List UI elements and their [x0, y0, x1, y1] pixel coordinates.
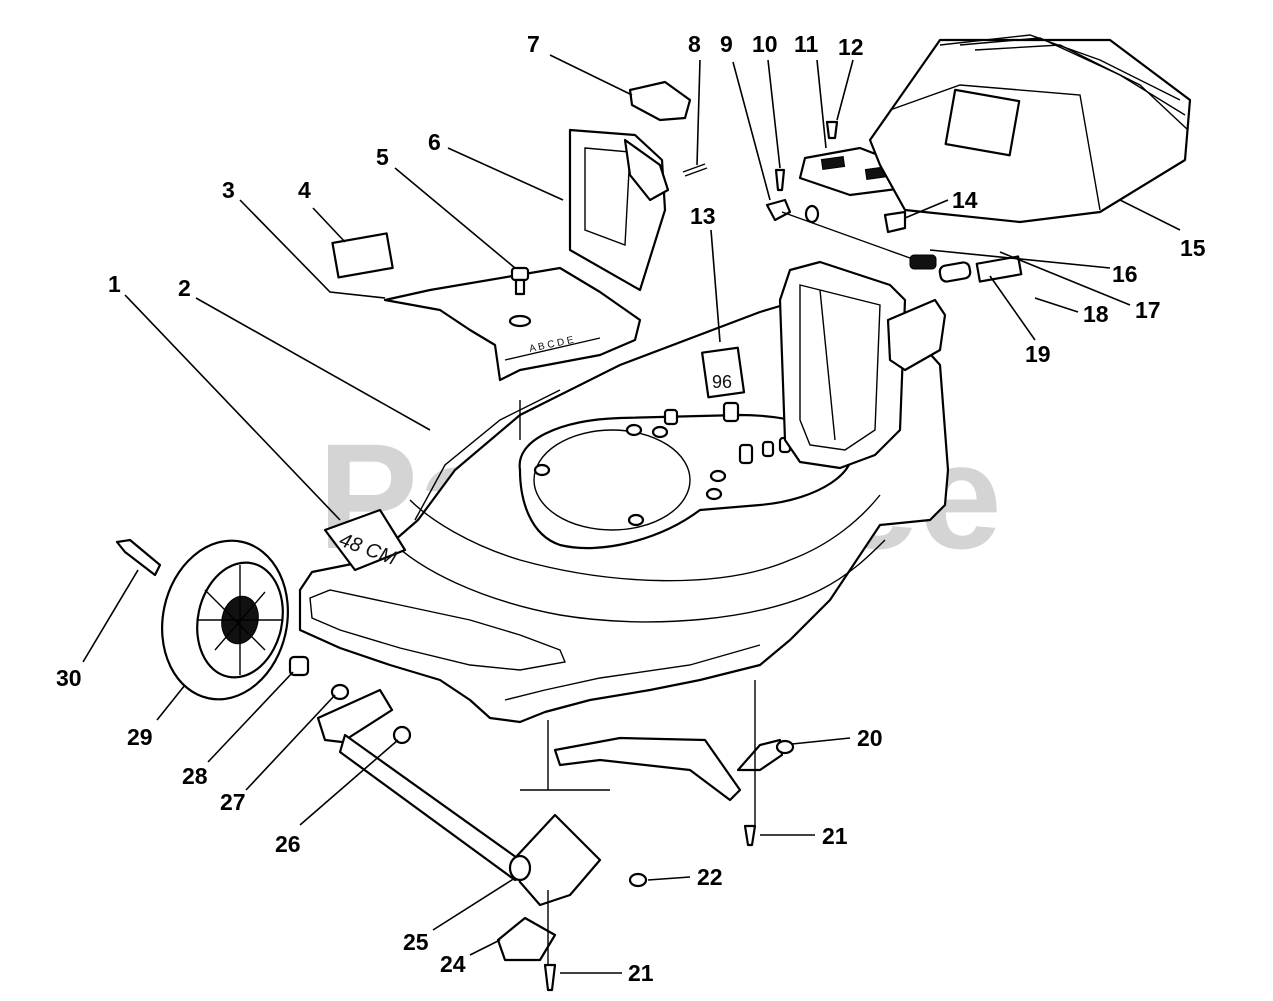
callout-7: 7: [527, 31, 540, 57]
rear-axle-rod: [781, 204, 937, 270]
callout-leaders: [82, 54, 1181, 974]
front-axle-assembly: [316, 688, 602, 992]
callout-27: 27: [220, 789, 246, 815]
callout-11: 11: [794, 31, 819, 57]
callout-13: 13: [690, 203, 716, 229]
callout-25: 25: [403, 929, 429, 955]
callout-29: 29: [127, 724, 153, 750]
part-15-rear-cover: [868, 34, 1192, 224]
rear-mount-tower: [778, 260, 947, 470]
callout-22: 22: [697, 864, 723, 890]
callout-16: 16: [1112, 261, 1138, 287]
callout-19: 19: [1025, 341, 1051, 367]
callout-1: 1: [108, 271, 121, 297]
callout-3: 3: [222, 177, 235, 203]
part-6-chute-frame: [568, 128, 670, 292]
part-18-bushing: [975, 255, 1023, 283]
part-8-spring: [682, 163, 708, 177]
callout-17: 17: [1135, 297, 1161, 323]
rear-wheel: [115, 538, 350, 701]
height-adjust-plate: A B C D E: [383, 266, 642, 382]
part-9-clip: [765, 198, 792, 222]
callout-21-lower: 21: [628, 960, 654, 986]
date-code-text: 96: [712, 372, 732, 392]
callout-28: 28: [182, 763, 208, 789]
callout-18: 18: [1083, 301, 1109, 327]
callout-4: 4: [298, 177, 311, 203]
callout-12: 12: [838, 34, 864, 60]
front-height-link: [520, 736, 795, 888]
callout-30: 30: [56, 665, 82, 691]
callout-14: 14: [952, 187, 978, 213]
part-7-latch: [628, 80, 692, 122]
guide-lines: [547, 680, 756, 965]
callout-5: 5: [376, 144, 389, 170]
callout-9: 9: [720, 31, 733, 57]
part-5-bolt: [510, 266, 530, 296]
callout-20: 20: [857, 725, 883, 751]
callout-2: 2: [178, 275, 191, 301]
date-code-decal: 96: [701, 346, 746, 399]
callout-24: 24: [440, 951, 466, 977]
callout-15: 15: [1180, 235, 1206, 261]
part-14-clip: [883, 210, 907, 234]
part-12-screw: [825, 120, 839, 140]
part-19-spacer: [938, 261, 972, 283]
callout-21-upper: 21: [822, 823, 848, 849]
part-4-decal: [331, 232, 394, 279]
callout-10: 10: [752, 31, 778, 57]
callout-8: 8: [688, 31, 701, 57]
callout-26: 26: [275, 831, 301, 857]
callout-6: 6: [428, 129, 441, 155]
callout-numbers: 1 2 3 4 5 6 7 8 9 10 11 12 13 14 15 16 1…: [56, 31, 1206, 986]
size-label-decal: 48 CM: [323, 508, 407, 572]
part-10-screw: [774, 168, 786, 192]
